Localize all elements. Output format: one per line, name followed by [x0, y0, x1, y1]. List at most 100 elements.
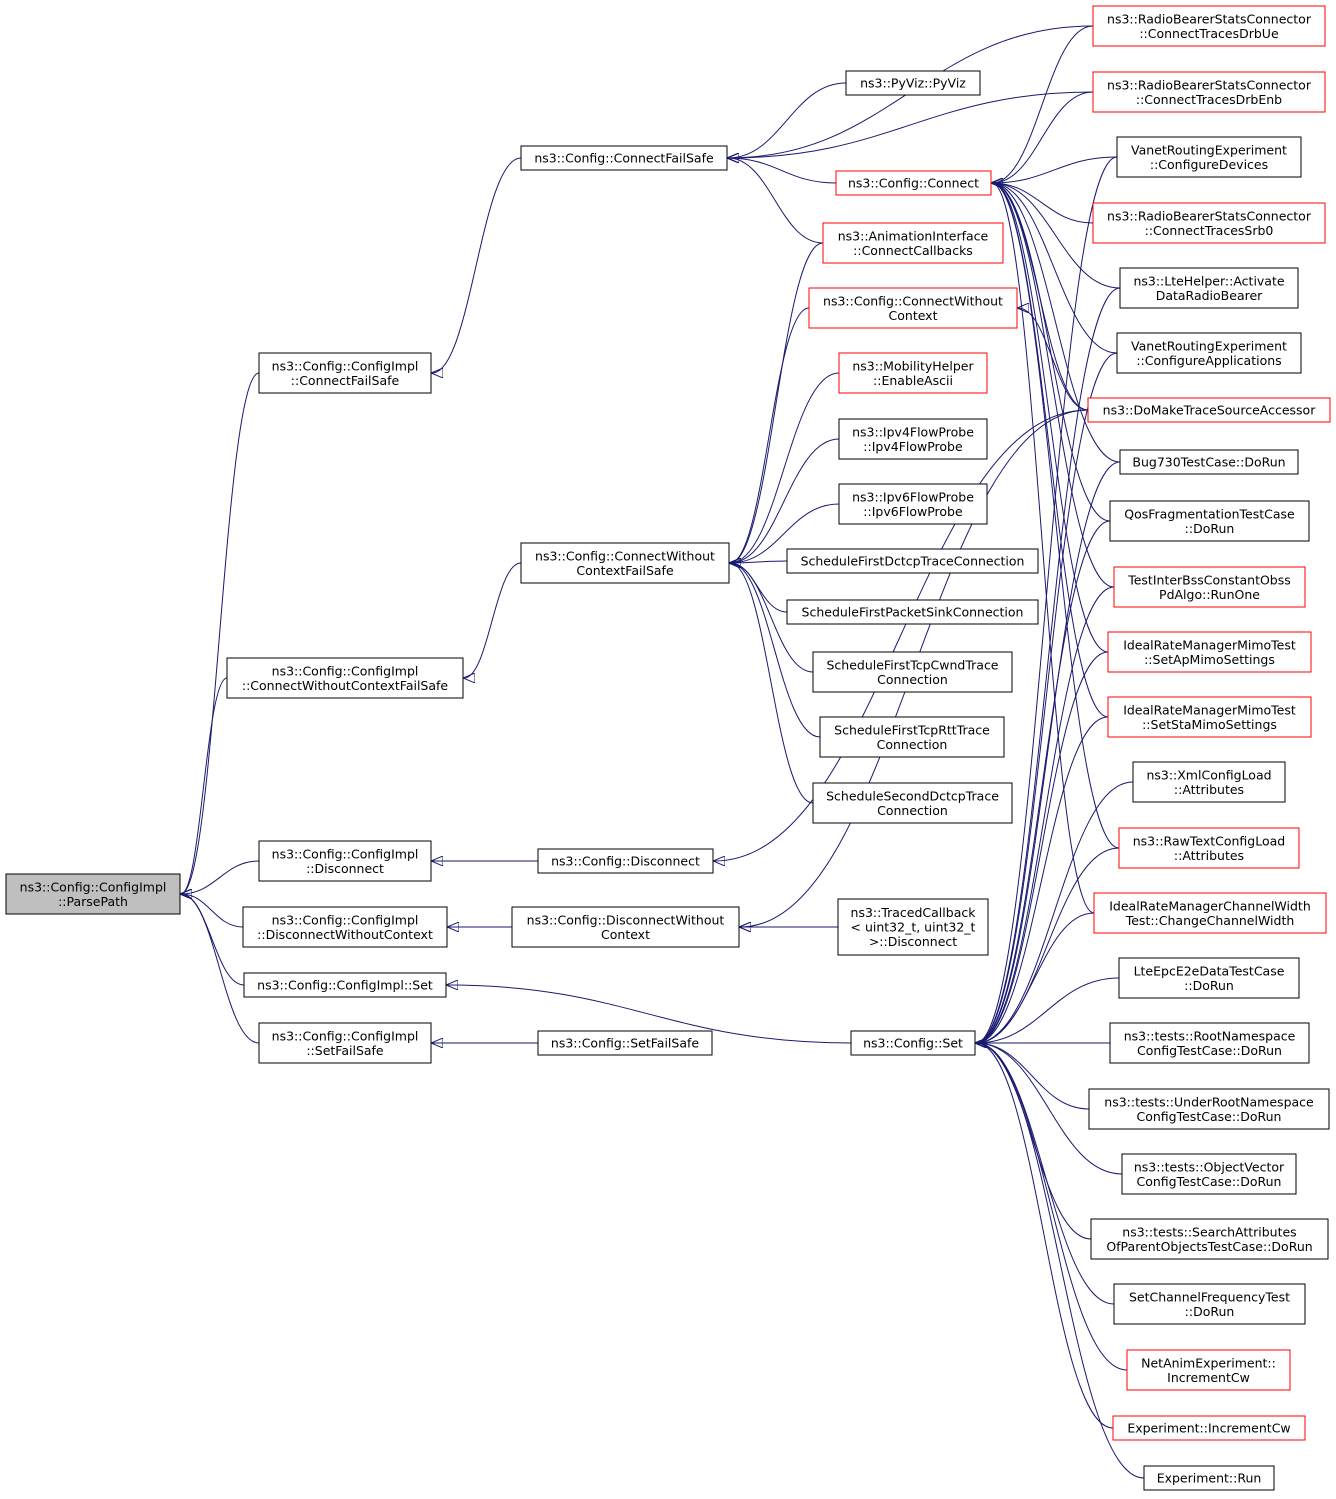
function-node-ciConnectFailSafe[interactable]: ns3::Config::ConfigImpl::ConnectFailSafe	[258, 352, 432, 394]
node-label: IdealRateManagerMimoTest	[1123, 637, 1296, 652]
node-label: ns3::tests::SearchAttributes	[1122, 1224, 1296, 1239]
node-label: ConfigTestCase::DoRun	[1137, 1174, 1282, 1189]
function-node-expCw[interactable]: Experiment::IncrementCw	[1112, 1415, 1306, 1441]
node-box	[786, 548, 1039, 574]
node-label: ns3::Config::ConfigImpl	[272, 358, 419, 373]
node-label: Experiment::IncrementCw	[1127, 1421, 1290, 1436]
node-label: PdAlgo::RunOne	[1159, 587, 1260, 602]
function-node-expRun[interactable]: Experiment::Run	[1143, 1465, 1275, 1491]
function-node-cDisconnectWOC[interactable]: ns3::Config::DisconnectWithoutContext	[511, 906, 740, 948]
function-node-ipv4Probe[interactable]: ns3::Ipv4FlowProbe::Ipv4FlowProbe	[838, 418, 988, 460]
function-node-mobilityAscii[interactable]: ns3::MobilityHelper::EnableAscii	[838, 352, 988, 394]
function-node-qosFrag[interactable]: QosFragmentationTestCase::DoRun	[1109, 500, 1310, 542]
call-edge-bug730-to-cSet	[976, 461, 1121, 1043]
function-node-rootNs[interactable]: ns3::tests::RootNamespaceConfigTestCase:…	[1109, 1022, 1310, 1064]
function-node-netAnimCw[interactable]: NetAnimExperiment::IncrementCw	[1126, 1349, 1291, 1391]
node-label: VanetRoutingExperiment	[1131, 338, 1287, 353]
node-label: ::EnableAscii	[873, 373, 953, 388]
call-edge-schedCwnd-to-cConnectWOCFS	[730, 563, 814, 673]
node-label: ns3::Config::Set	[863, 1036, 963, 1051]
call-edge-ciConnectFailSafe-to-parse	[181, 372, 260, 894]
function-node-ipv6Probe[interactable]: ns3::Ipv6FlowProbe::Ipv6FlowProbe	[838, 483, 988, 525]
node-box	[1119, 449, 1299, 475]
function-node-doMakeTrace[interactable]: ns3::DoMakeTraceSourceAccessor	[1087, 397, 1331, 423]
node-label: ScheduleFirstTcpCwndTrace	[826, 657, 998, 672]
call-edge-animConnectCallbacks-to-cConnectFailSafe	[728, 158, 824, 244]
call-edge-rbDrbUe-to-cConnect	[992, 25, 1094, 183]
node-label: ::DoRun	[1184, 978, 1234, 993]
function-node-ciSet[interactable]: ns3::Config::ConfigImpl::Set	[243, 972, 447, 998]
function-node-cSet[interactable]: ns3::Config::Set	[850, 1030, 976, 1056]
function-node-lteEpc[interactable]: LteEpcE2eDataTestCase::DoRun	[1118, 957, 1300, 999]
function-node-cConnectFailSafe[interactable]: ns3::Config::ConnectFailSafe	[520, 145, 728, 171]
function-node-idealChannel[interactable]: IdealRateManagerChannelWidthTest::Change…	[1093, 892, 1327, 934]
node-box	[1092, 5, 1326, 47]
function-node-rbDrbUe[interactable]: ns3::RadioBearerStatsConnector::ConnectT…	[1092, 5, 1326, 47]
function-node-rawAttr[interactable]: ns3::RawTextConfigLoad::Attributes	[1118, 827, 1300, 869]
node-box	[5, 873, 181, 915]
function-node-cConnect[interactable]: ns3::Config::Connect	[835, 170, 992, 196]
call-edge-underRootNs-to-cSet	[976, 1043, 1090, 1110]
node-label: ns3::Config::ConnectFailSafe	[534, 151, 714, 166]
node-box	[808, 287, 1018, 329]
call-edge-expRun-to-cSet	[976, 1043, 1145, 1479]
node-label: ContextFailSafe	[576, 563, 674, 578]
function-node-bug730[interactable]: Bug730TestCase::DoRun	[1119, 449, 1299, 475]
function-node-tracedDisconnect[interactable]: ns3::TracedCallback< uint32_t, uint32_t>…	[837, 898, 989, 956]
node-label: ns3::Config::ConfigImpl	[272, 1028, 419, 1043]
node-box	[1093, 892, 1327, 934]
node-label: IdealRateManagerMimoTest	[1123, 702, 1296, 717]
call-edge-netAnimCw-to-cSet	[976, 1043, 1128, 1371]
function-node-underRootNs[interactable]: ns3::tests::UnderRootNamespaceConfigTest…	[1088, 1088, 1330, 1130]
function-node-searchAttr[interactable]: ns3::tests::SearchAttributesOfParentObje…	[1090, 1218, 1329, 1260]
call-edge-mobilityAscii-to-cConnectWOCFS	[730, 372, 840, 563]
call-edge-rbDrbEnb-to-cConnect	[992, 91, 1094, 183]
node-label: ns3::tests::RootNamespace	[1124, 1028, 1296, 1043]
node-box	[226, 657, 464, 699]
function-node-rbDrbEnb[interactable]: ns3::RadioBearerStatsConnector::ConnectT…	[1092, 71, 1326, 113]
node-box	[1113, 1283, 1306, 1325]
function-node-idealAp[interactable]: IdealRateManagerMimoTest::SetApMimoSetti…	[1107, 631, 1312, 673]
call-edge-idealAp-to-cConnect	[992, 183, 1109, 653]
function-node-pyviz[interactable]: ns3::PyViz::PyViz	[845, 70, 981, 96]
node-label: ::SetFailSafe	[306, 1043, 384, 1058]
function-node-cConnectWOC[interactable]: ns3::Config::ConnectWithoutContext	[808, 287, 1018, 329]
function-node-vanetApps[interactable]: VanetRoutingExperiment::ConfigureApplica…	[1116, 332, 1302, 374]
node-label: ::Attributes	[1174, 782, 1244, 797]
function-node-vanetDevices[interactable]: VanetRoutingExperiment::ConfigureDevices	[1116, 136, 1302, 178]
function-node-ciConnectWOCFS[interactable]: ns3::Config::ConfigImpl::ConnectWithoutC…	[226, 657, 464, 699]
node-label: QosFragmentationTestCase	[1124, 506, 1295, 521]
call-edge-expCw-to-cSet	[976, 1043, 1114, 1429]
function-node-ciDisconnect[interactable]: ns3::Config::ConfigImpl::Disconnect	[258, 840, 432, 882]
node-box	[258, 840, 432, 882]
function-node-ciSetFailSafe[interactable]: ns3::Config::ConfigImpl::SetFailSafe	[258, 1022, 432, 1064]
function-node-idealSta[interactable]: IdealRateManagerMimoTest::SetStaMimoSett…	[1107, 696, 1312, 738]
node-label: ::SetApMimoSettings	[1144, 652, 1275, 667]
function-node-cSetFailSafe[interactable]: ns3::Config::SetFailSafe	[537, 1030, 713, 1056]
node-box	[258, 352, 432, 394]
function-node-animConnectCallbacks[interactable]: ns3::AnimationInterface::ConnectCallback…	[822, 222, 1004, 264]
function-node-rbSrb0[interactable]: ns3::RadioBearerStatsConnector::ConnectT…	[1092, 202, 1326, 244]
call-edge-rbSrb0-to-cConnect	[992, 183, 1094, 224]
call-edge-schedRtt-to-cConnectWOCFS	[730, 563, 821, 738]
function-node-objVector[interactable]: ns3::tests::ObjectVectorConfigTestCase::…	[1121, 1153, 1297, 1195]
node-label: ScheduleFirstDctcpTraceConnection	[801, 554, 1025, 569]
node-box	[1088, 1088, 1330, 1130]
function-node-schedDctcp[interactable]: ScheduleFirstDctcpTraceConnection	[786, 548, 1039, 574]
function-node-cConnectWOCFS[interactable]: ns3::Config::ConnectWithoutContextFailSa…	[520, 542, 730, 584]
function-node-ciDisconnectWOC[interactable]: ns3::Config::ConfigImpl::DisconnectWitho…	[242, 906, 448, 948]
function-node-setChanFreq[interactable]: SetChannelFrequencyTest::DoRun	[1113, 1283, 1306, 1325]
function-node-xmlAttr[interactable]: ns3::XmlConfigLoad::Attributes	[1132, 761, 1286, 803]
node-label: Bug730TestCase::DoRun	[1132, 455, 1285, 470]
function-node-cDisconnect[interactable]: ns3::Config::Disconnect	[537, 848, 714, 874]
function-node-schedPktSink[interactable]: ScheduleFirstPacketSinkConnection	[786, 599, 1039, 625]
call-edge-cConnectWOC-to-cConnectWOCFS	[730, 307, 810, 563]
node-box	[819, 716, 1005, 758]
node-label: IncrementCw	[1167, 1370, 1250, 1385]
call-edge-schedPktSink-to-cConnectWOCFS	[730, 563, 788, 613]
